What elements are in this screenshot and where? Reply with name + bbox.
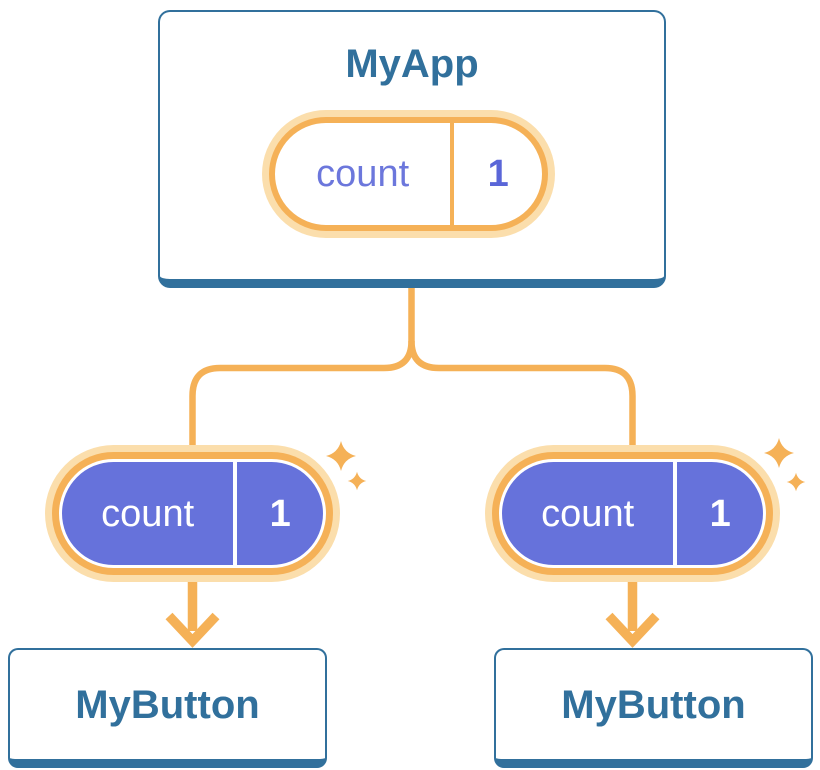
prop-pill-left-ring: count 1 [52,452,333,575]
pill-divider [450,123,455,225]
prop-value-label: 1 [269,492,291,535]
arrow-down-right-icon [605,577,660,648]
root-component-title: MyApp [345,42,479,86]
state-pill-body: count 1 [269,117,548,231]
prop-name-label: count [101,492,195,535]
prop-pill-right: count 1 [485,445,780,582]
state-name-label: count [316,153,410,195]
state-value-label: 1 [487,153,509,195]
root-state-pill: count 1 [262,110,555,238]
pill-divider [233,462,238,565]
leaf-component-card-right: MyButton [494,648,813,768]
prop-pill-right-body: count 1 [502,462,763,565]
leaf-component-title: MyButton [75,682,260,727]
prop-pill-left-body: count 1 [62,462,323,565]
connector-branch-right [408,340,636,456]
pill-divider [673,462,678,565]
prop-pill-right-inner-ring: count 1 [499,459,766,568]
arrow-down-left-icon [165,577,220,648]
leaf-component-title: MyButton [561,682,746,727]
leaf-component-card-left: MyButton [8,648,327,768]
prop-pill-left: count 1 [45,445,340,582]
root-component-card: MyApp [158,10,666,288]
connector-branch-left [189,340,415,456]
prop-pill-right-ring: count 1 [492,452,773,575]
prop-pill-left-inner-ring: count 1 [59,459,326,568]
prop-name-label: count [541,492,635,535]
prop-value-label: 1 [709,492,731,535]
